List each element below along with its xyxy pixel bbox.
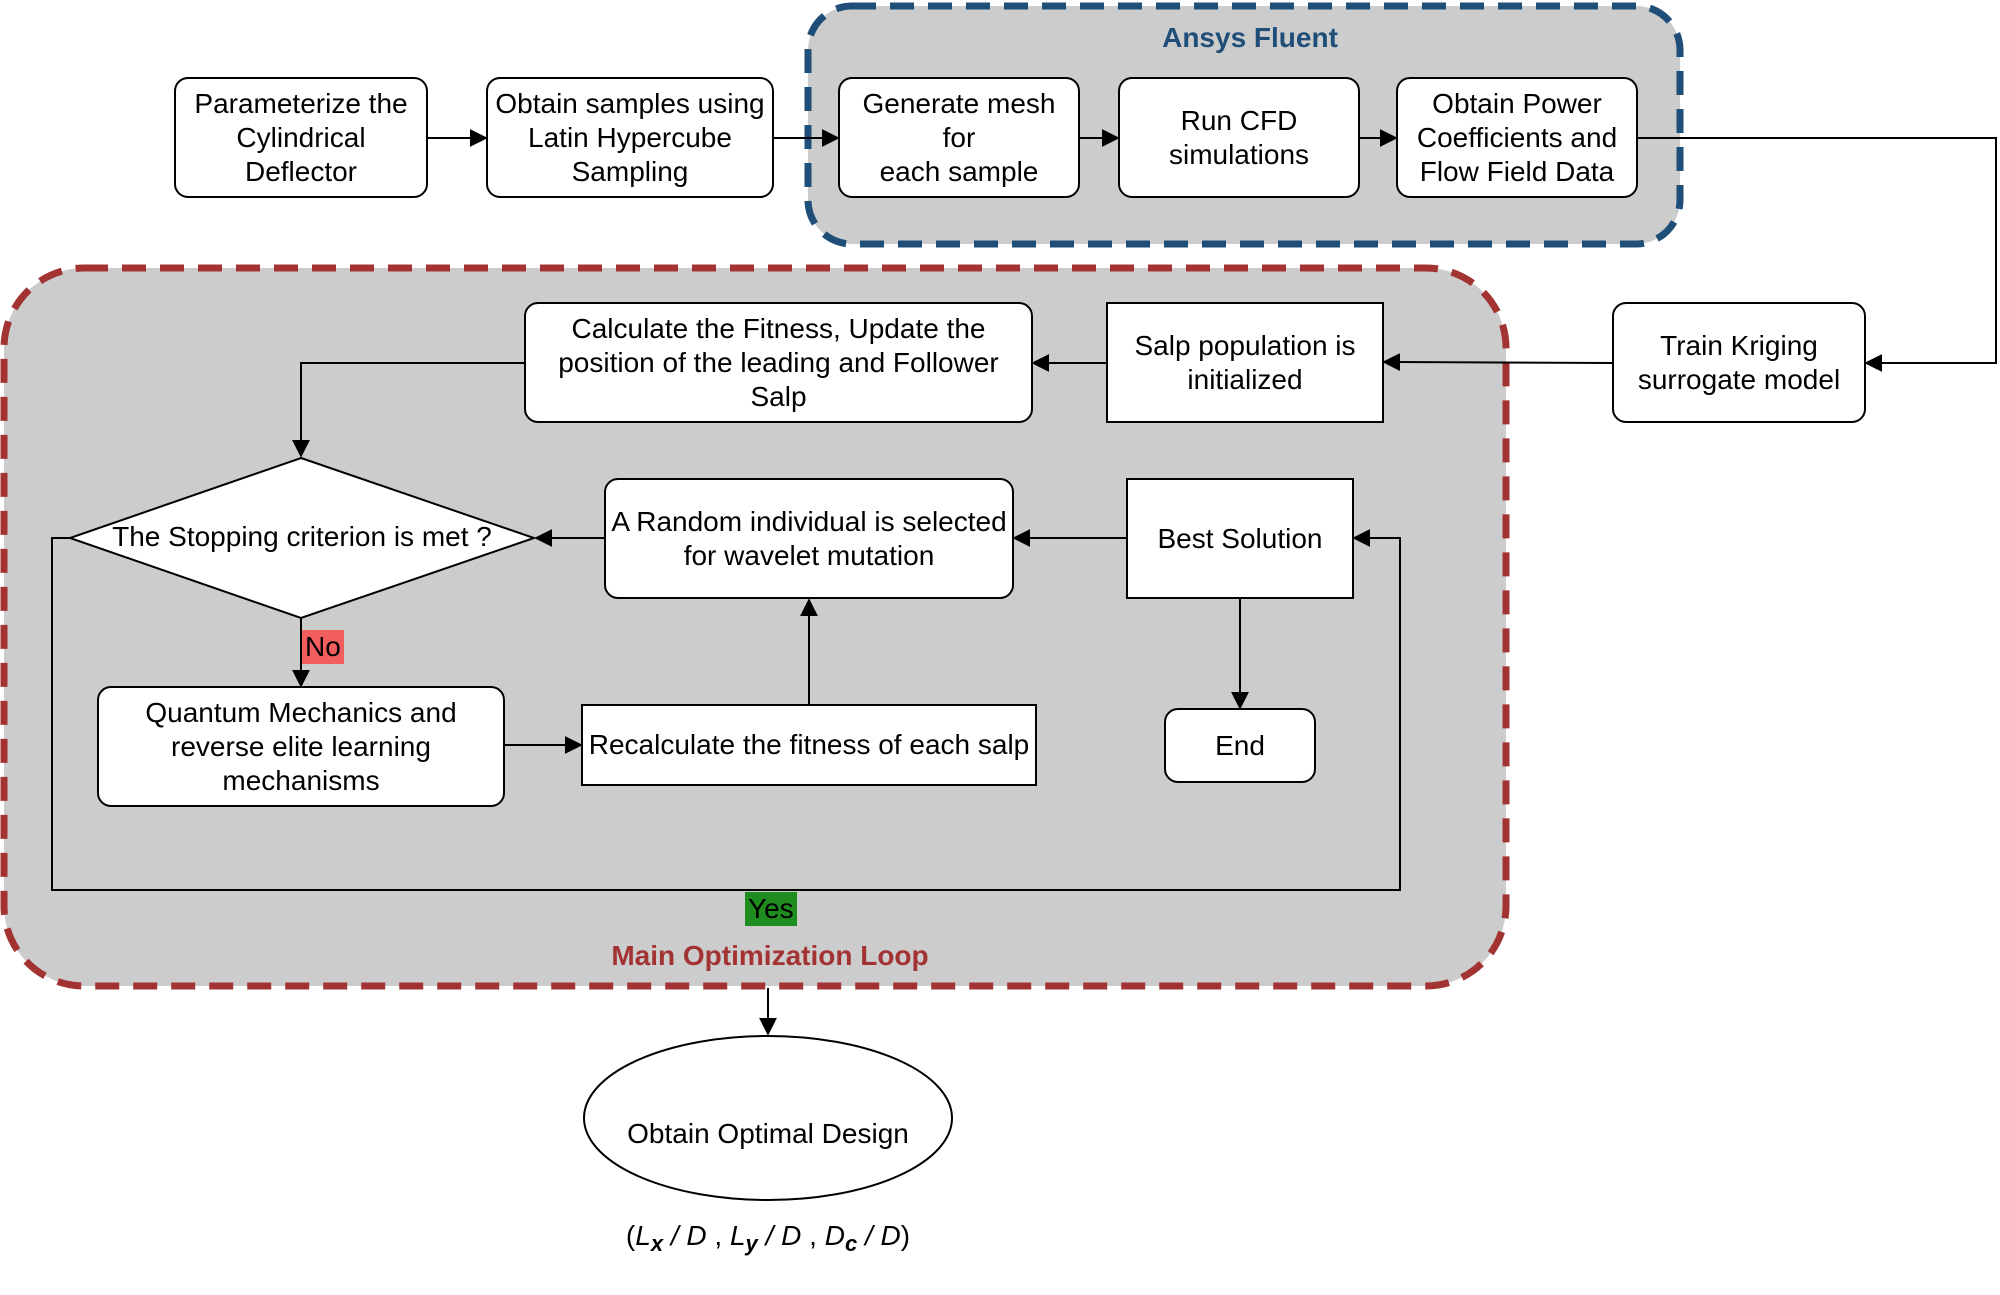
edge-fitness-to-stopping bbox=[292, 362, 524, 458]
edge-kriging-to-salp-init bbox=[1382, 353, 1613, 372]
kriging-surrogate-node: Train Kriging surrogate model bbox=[1612, 302, 1866, 423]
optimal-design-label: Obtain Optimal Design (Lx / D , Ly / D ,… bbox=[584, 1083, 952, 1295]
recalculate-fitness-node: Recalculate the fitness of each salp bbox=[581, 704, 1037, 786]
design-variables-formula: (Lx / D , Ly / D , Dc / D) bbox=[625, 1220, 911, 1256]
latin-hypercube-sampling-node: Obtain samples using Latin Hypercube Sam… bbox=[486, 77, 774, 198]
quantum-mechanics-node: Quantum Mechanics and reverse elite lear… bbox=[97, 686, 505, 807]
parameterize-deflector-node: Parameterize the Cylindrical Deflector bbox=[174, 77, 428, 198]
optimal-design-title: Obtain Optimal Design bbox=[627, 1118, 909, 1149]
edge-power-to-kriging bbox=[1638, 137, 1997, 372]
fitness-update-node: Calculate the Fitness, Update the positi… bbox=[524, 302, 1033, 423]
run-cfd-node: Run CFD simulations bbox=[1118, 77, 1360, 198]
no-branch-tag: No bbox=[302, 630, 344, 664]
generate-mesh-node: Generate mesh for each sample bbox=[838, 77, 1080, 198]
power-coefficients-node: Obtain Power Coefficients and Flow Field… bbox=[1396, 77, 1638, 198]
salp-population-node: Salp population is initialized bbox=[1106, 302, 1384, 423]
ansys-fluent-label: Ansys Fluent bbox=[1162, 22, 1338, 53]
yes-branch-tag: Yes bbox=[745, 892, 797, 926]
flowchart: Ansys Fluent Main Optimization Loop Para… bbox=[0, 2, 1997, 1256]
stopping-criterion-label: The Stopping criterion is met ? bbox=[112, 521, 492, 552]
optimal-design-ellipse bbox=[583, 1035, 953, 1201]
edge-stopping-yes-to-best bbox=[51, 529, 1401, 891]
stopping-criterion-diamond bbox=[66, 456, 538, 620]
main-optimization-loop-label: Main Optimization Loop bbox=[611, 940, 929, 971]
random-individual-node: A Random individual is selected for wave… bbox=[604, 478, 1014, 599]
best-solution-node: Best Solution bbox=[1126, 478, 1354, 599]
end-node: End bbox=[1164, 708, 1316, 783]
